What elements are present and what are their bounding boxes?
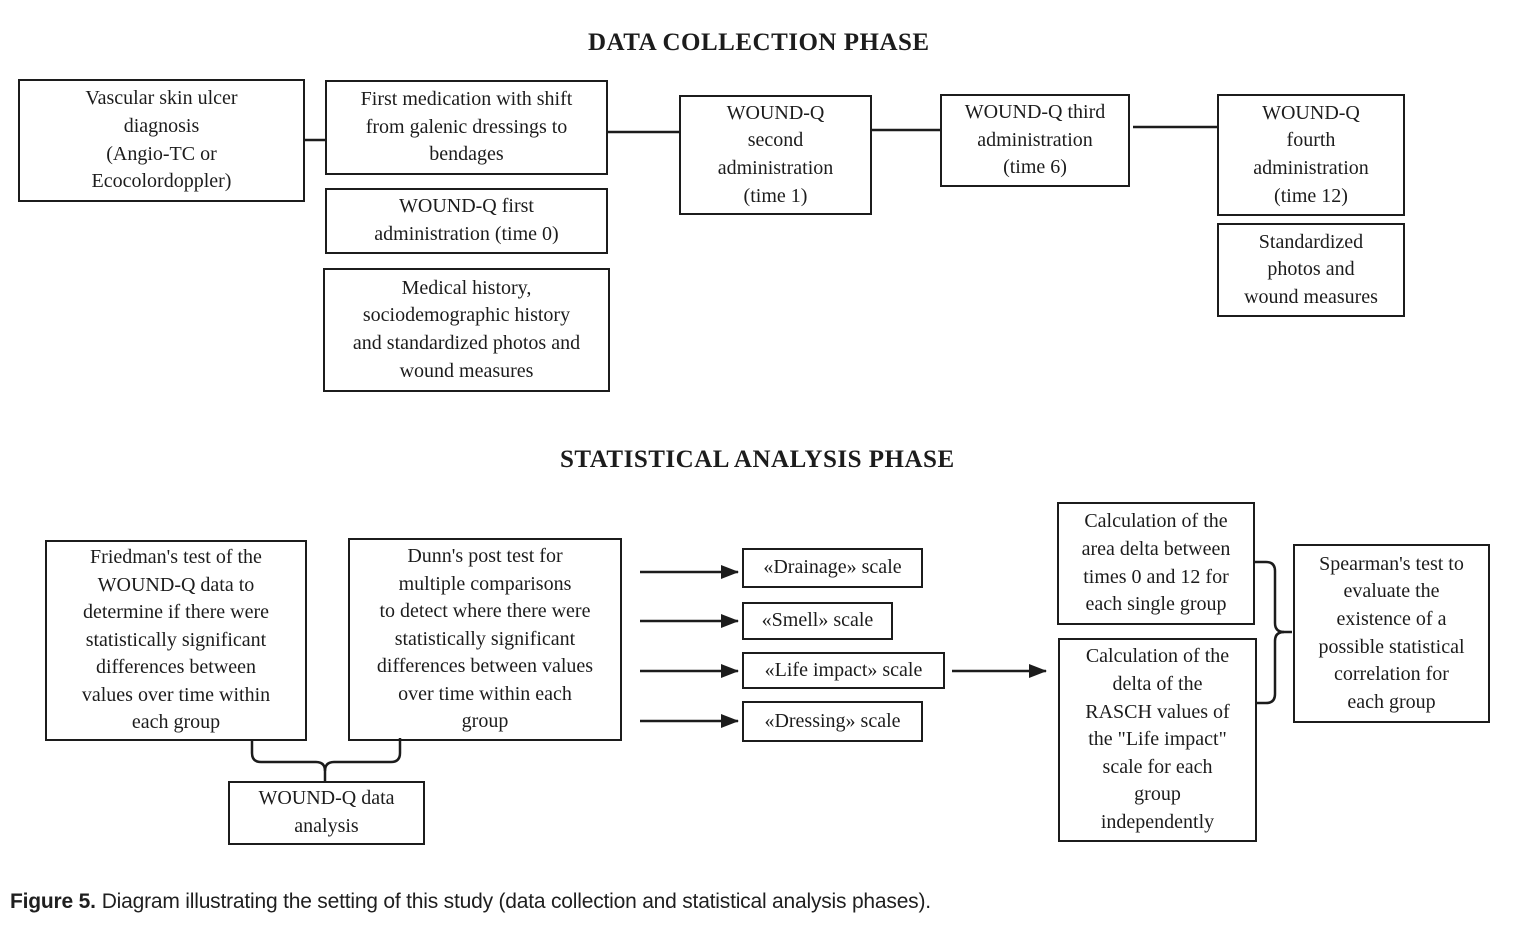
bracket-dunn-to-analysis: [323, 738, 402, 772]
box-dunn-post-test: Dunn's post test for multiple comparison…: [348, 538, 622, 741]
figure-caption-text: Diagram illustrating the setting of this…: [101, 890, 931, 913]
data-collection-phase-title: DATA COLLECTION PHASE: [588, 29, 930, 56]
bracket-friedman-to-analysis: [250, 740, 327, 781]
bracket-rasch-to-spearman: [1256, 630, 1285, 705]
box-woundq-data-analysis: WOUND-Q data analysis: [228, 781, 425, 845]
box-woundq-second-administration: WOUND-Q second administration (time 1): [679, 95, 872, 215]
box-smell-scale: «Smell» scale: [742, 602, 893, 640]
box-woundq-first-administration: WOUND-Q first administration (time 0): [325, 188, 608, 254]
box-first-medication: First medication with shift from galenic…: [325, 80, 608, 175]
box-standardized-photos: Standardized photos and wound measures: [1217, 223, 1405, 317]
box-life-impact-scale: «Life impact» scale: [742, 652, 945, 689]
box-friedman-test: Friedman's test of the WOUND-Q data to d…: [45, 540, 307, 741]
figure-caption-label: Figure 5.: [10, 890, 96, 913]
box-vascular-diagnosis: Vascular skin ulcer diagnosis (Angio-TC …: [18, 79, 305, 202]
statistical-analysis-phase-title: STATISTICAL ANALYSIS PHASE: [560, 446, 955, 473]
bracket-area-delta-to-spearman: [1255, 560, 1292, 634]
box-woundq-third-administration: WOUND-Q third administration (time 6): [940, 94, 1130, 187]
box-spearman-test: Spearman's test to evaluate the existenc…: [1293, 544, 1490, 723]
box-dressing-scale: «Dressing» scale: [742, 701, 923, 742]
box-rasch-delta-calculation: Calculation of the delta of the RASCH va…: [1058, 638, 1257, 842]
box-drainage-scale: «Drainage» scale: [742, 548, 923, 588]
box-medical-history: Medical history, sociodemographic histor…: [323, 268, 610, 392]
box-area-delta-calculation: Calculation of the area delta between ti…: [1057, 502, 1255, 625]
box-woundq-fourth-administration: WOUND-Q fourth administration (time 12): [1217, 94, 1405, 216]
figure-caption: Figure 5.Diagram illustrating the settin…: [10, 890, 1510, 914]
